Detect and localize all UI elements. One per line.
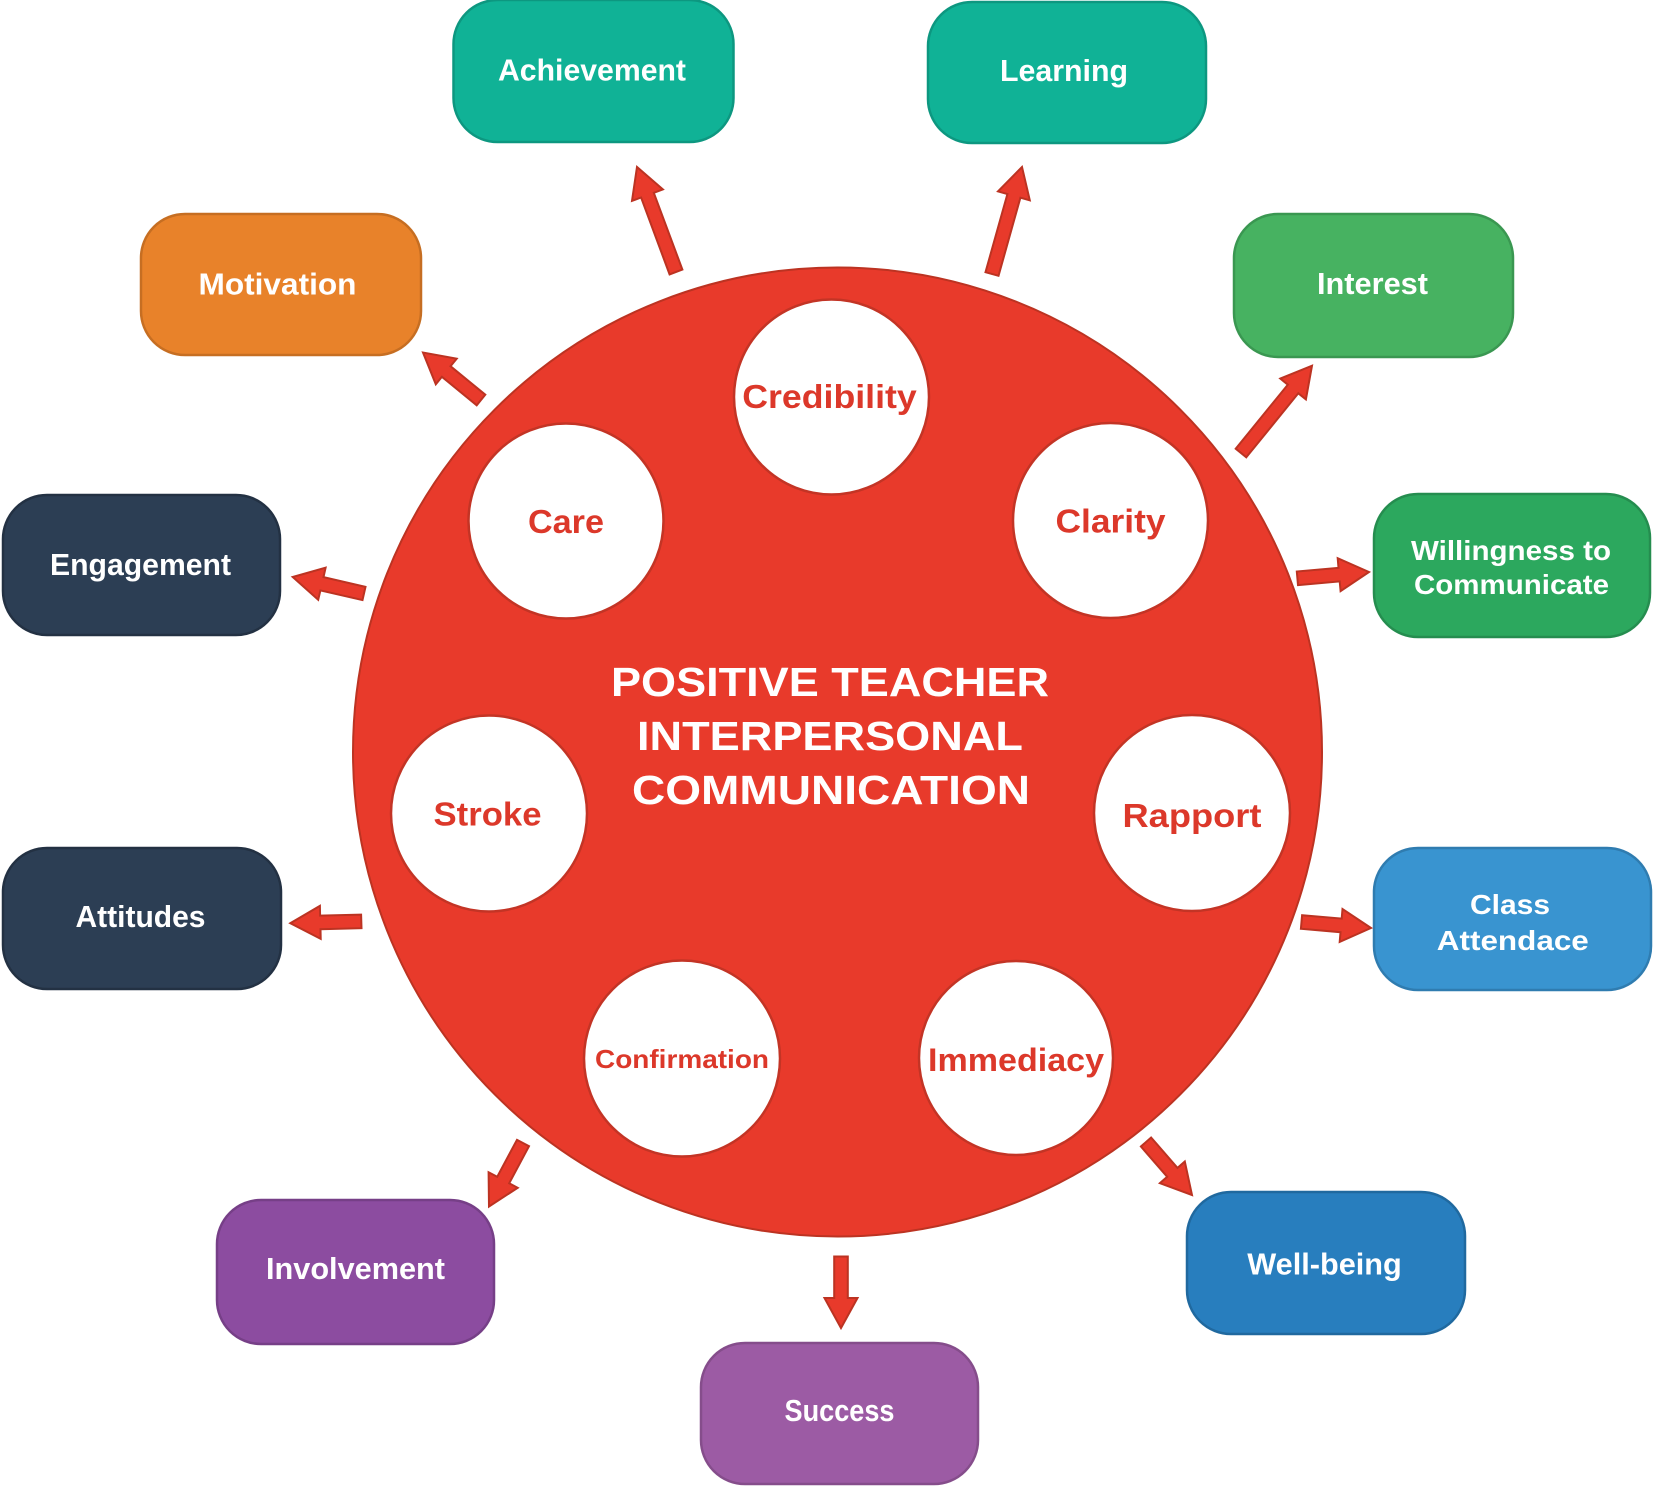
svg-text:Communicate: Communicate — [1414, 569, 1609, 600]
svg-text:Willingness to: Willingness to — [1411, 535, 1611, 566]
svg-text:Clarity: Clarity — [1056, 503, 1167, 540]
svg-text:Credibility: Credibility — [742, 378, 917, 415]
svg-text:Success: Success — [785, 1393, 895, 1428]
svg-text:Interest: Interest — [1317, 266, 1428, 301]
svg-text:Attendace: Attendace — [1437, 925, 1589, 956]
svg-text:Learning: Learning — [1000, 53, 1128, 88]
svg-text:Immediacy: Immediacy — [928, 1042, 1104, 1078]
svg-text:COMMUNICATION: COMMUNICATION — [632, 767, 1030, 813]
svg-text:Involvement: Involvement — [266, 1251, 445, 1286]
svg-text:Confirmation: Confirmation — [595, 1044, 769, 1074]
svg-text:POSITIVE TEACHER: POSITIVE TEACHER — [611, 659, 1049, 705]
svg-text:Engagement: Engagement — [50, 547, 231, 582]
svg-text:Care: Care — [528, 503, 604, 540]
svg-text:Stroke: Stroke — [434, 796, 542, 833]
svg-text:INTERPERSONAL: INTERPERSONAL — [637, 713, 1023, 759]
svg-text:Class: Class — [1470, 889, 1550, 920]
svg-text:Attitudes: Attitudes — [76, 899, 206, 934]
svg-text:Achievement: Achievement — [498, 53, 686, 88]
svg-text:Rapport: Rapport — [1123, 797, 1262, 834]
svg-text:Motivation: Motivation — [199, 267, 357, 302]
svg-text:Well-being: Well-being — [1247, 1247, 1402, 1282]
